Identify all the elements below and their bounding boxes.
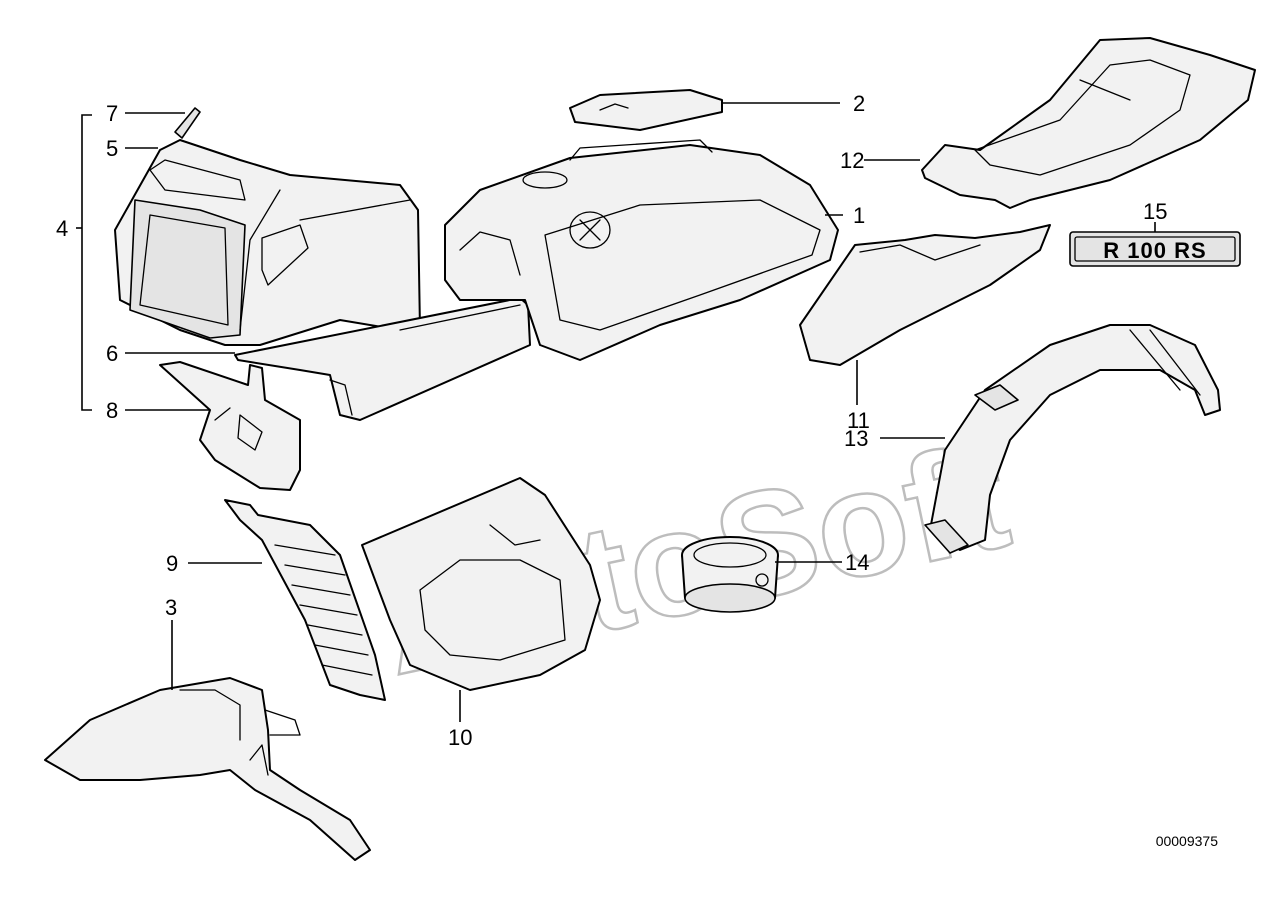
part-bracket — [159, 361, 301, 491]
callout-15: 15 — [1143, 199, 1167, 224]
part-windscreen-strip — [174, 107, 201, 139]
badge-text: R 100 RS — [1103, 238, 1206, 263]
callout-3: 3 — [165, 595, 177, 620]
callout-5: 5 — [106, 136, 118, 161]
callout-10: 10 — [448, 725, 472, 750]
part-fairing — [114, 107, 421, 346]
callout-7: 7 — [106, 101, 118, 126]
part-side-cover — [361, 477, 601, 691]
callout-6: 6 — [106, 341, 118, 366]
part-side-panel — [799, 224, 1051, 366]
part-badge: R 100 RS — [1069, 231, 1241, 267]
callout-9: 9 — [166, 551, 178, 576]
part-lower-panel — [234, 297, 531, 421]
part-radiator-guard — [224, 499, 386, 701]
part-front-mudguard — [44, 677, 371, 861]
callout-12: 12 — [840, 148, 864, 173]
callout-4: 4 — [56, 216, 68, 241]
callout-1: 1 — [853, 203, 865, 228]
part-sleeve — [681, 536, 779, 613]
leader-lines — [76, 102, 1156, 722]
part-tank-cap-cover — [569, 89, 723, 131]
callout-2: 2 — [853, 91, 865, 116]
part-seat — [921, 37, 1256, 209]
part-rear-mudguard — [924, 324, 1221, 554]
callout-14: 14 — [845, 550, 869, 575]
callout-13: 13 — [844, 426, 868, 451]
callout-11: 11 — [847, 408, 870, 433]
callout-8: 8 — [106, 398, 118, 423]
document-number: 00009375 — [1156, 833, 1219, 849]
part-fuel-tank — [444, 139, 839, 361]
callout-labels: 7 5 4 6 8 9 3 10 2 1 12 15 11 13 14 — [56, 91, 1167, 750]
